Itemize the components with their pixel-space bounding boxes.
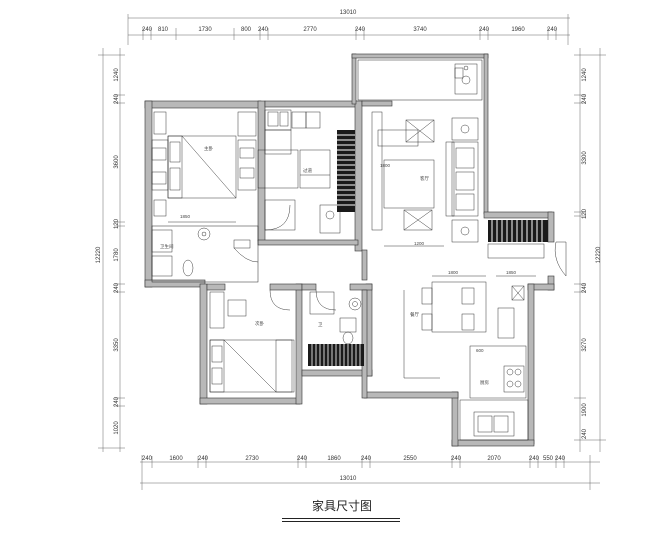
bath-label: 卫生间	[160, 243, 174, 250]
right-seg-1: 240	[582, 93, 588, 104]
left-seg-1: 240	[114, 93, 120, 104]
second-bed-label: 次卧	[255, 320, 264, 327]
living-room: 客厅 1200 1800	[371, 111, 479, 247]
small-bath: 卫	[308, 289, 364, 366]
top-dimension-chain: 13010 240 810 1730 800 240 2770 240 3740…	[127, 10, 570, 45]
bottom-seg-4: 240	[297, 456, 308, 462]
master-bath: 卫生间	[151, 225, 259, 283]
top-seg-4: 240	[258, 27, 269, 33]
left-seg-6: 3350	[114, 338, 120, 352]
left-seg-2: 3600	[114, 155, 120, 169]
top-seg-6: 240	[355, 27, 366, 33]
right-seg-0: 1240	[582, 68, 588, 82]
dim-kitchen: 600	[476, 348, 484, 353]
bottom-seg-2: 240	[198, 456, 209, 462]
top-seg-0: 240	[142, 27, 153, 33]
drawing-title: 家具尺寸图	[311, 499, 372, 513]
kitchen: 厨房 600	[459, 345, 529, 441]
top-seg-2: 1730	[198, 27, 212, 33]
title-underline-2	[282, 521, 400, 522]
right-seg-2: 3300	[582, 151, 588, 165]
left-seg-0: 1240	[114, 68, 120, 82]
bottom-seg-10: 240	[529, 456, 540, 462]
dim-dining: 1800	[448, 270, 459, 275]
hall-wardrobe: 过道	[257, 109, 341, 234]
dim-master: 1850	[180, 214, 191, 219]
left-seg-4: 1780	[114, 248, 120, 262]
top-seg-3: 800	[241, 27, 252, 33]
master-bedroom: 主卧 1850	[151, 111, 257, 223]
right-seg-5: 3270	[582, 338, 588, 352]
left-dimension-chain: 1240 240 3600 120 1780 240 3350 240 1020…	[96, 48, 125, 452]
second-bedroom: 次卧	[209, 289, 295, 393]
dim-living-2: 1800	[380, 163, 391, 168]
dim-living: 1200	[414, 241, 425, 246]
master-bed-label: 主卧	[204, 145, 213, 152]
bottom-seg-0: 240	[142, 456, 153, 462]
top-total-label: 13010	[340, 10, 357, 16]
bottom-seg-6: 240	[361, 456, 372, 462]
top-seg-7: 3740	[413, 27, 427, 33]
title-underline-1	[282, 518, 400, 519]
bottom-seg-5: 1860	[327, 456, 341, 462]
left-seg-7: 240	[114, 396, 120, 407]
top-seg-9: 1960	[511, 27, 525, 33]
bottom-total-label: 13010	[340, 476, 357, 482]
dining-label: 餐厅	[410, 311, 419, 318]
bottom-seg-7: 2550	[403, 456, 417, 462]
top-seg-1: 810	[158, 27, 169, 33]
bottom-seg-11: 550	[543, 456, 554, 462]
entry-hatch	[487, 220, 567, 277]
top-seg-10: 240	[547, 27, 558, 33]
right-seg-7: 240	[582, 428, 588, 439]
walls	[144, 53, 555, 447]
kitchen-label: 厨房	[480, 379, 489, 386]
top-seg-5: 2770	[303, 27, 317, 33]
bath2-label: 卫	[318, 322, 323, 327]
left-seg-3: 120	[114, 218, 120, 229]
bottom-seg-9: 2070	[487, 456, 501, 462]
hall-label: 过道	[303, 167, 312, 174]
right-seg-3: 120	[582, 208, 588, 219]
bottom-seg-1: 1600	[169, 456, 183, 462]
right-seg-4: 240	[582, 282, 588, 293]
right-seg-6: 1900	[582, 403, 588, 417]
top-seg-8: 240	[479, 27, 490, 33]
bottom-dimension-chain: 240 1600 240 2730 240 1860 240 2550 240 …	[140, 455, 600, 490]
bottom-seg-3: 2730	[245, 456, 259, 462]
closet-hatch	[337, 130, 355, 212]
right-dimension-chain: 1240 240 3300 120 240 3270 1900 240 1222…	[574, 48, 606, 452]
right-total-label: 12220	[596, 246, 602, 263]
left-seg-5: 240	[114, 282, 120, 293]
dim-dining-2: 1850	[506, 270, 517, 275]
living-label: 客厅	[420, 175, 429, 182]
bottom-seg-8: 240	[451, 456, 462, 462]
bottom-seg-12: 240	[555, 456, 566, 462]
left-seg-8: 1020	[114, 421, 120, 435]
dining-area: 1800 1850 餐厅	[403, 270, 536, 379]
balcony-top	[357, 59, 483, 101]
left-total-label: 12220	[96, 246, 102, 263]
